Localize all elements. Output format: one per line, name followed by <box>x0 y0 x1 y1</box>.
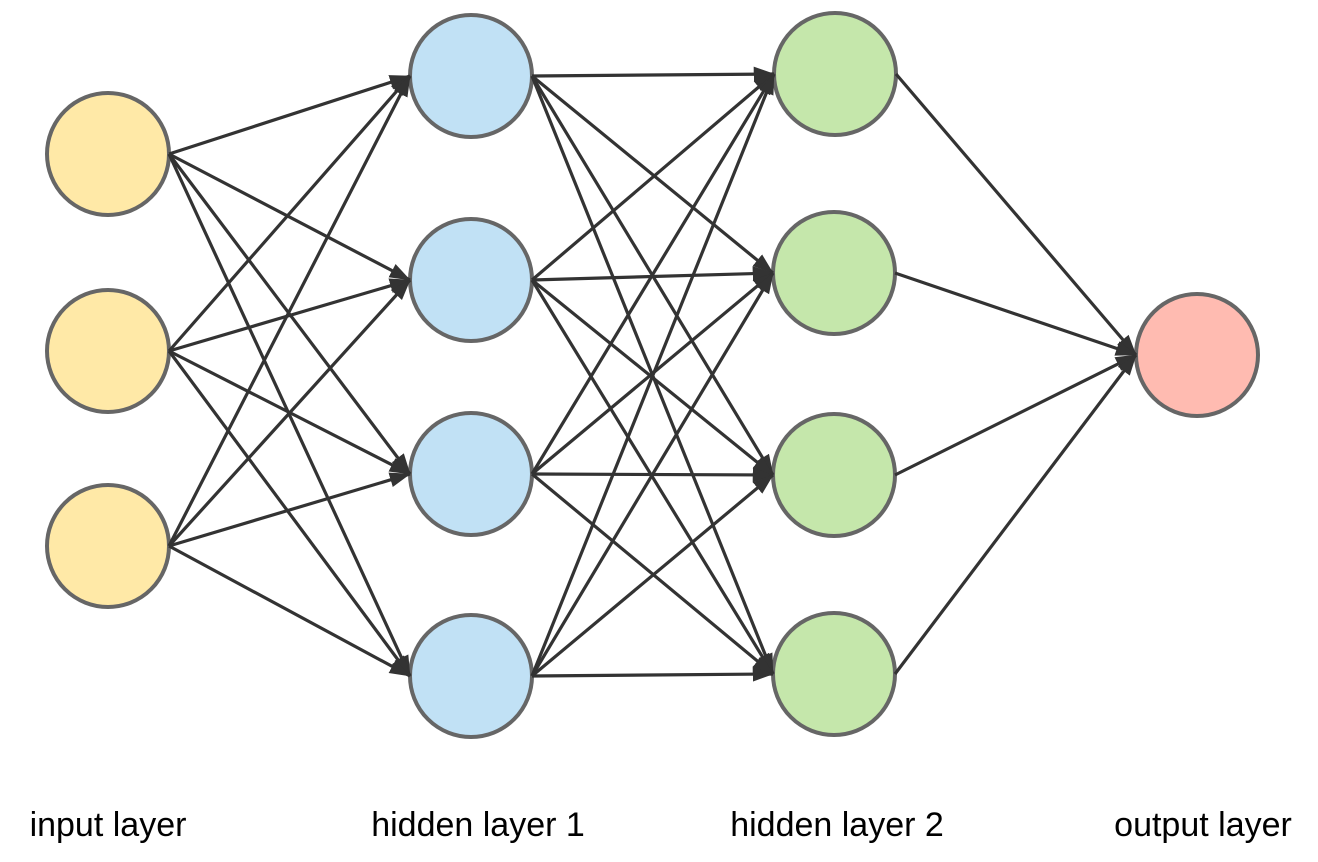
edge-hidden14-hidden22 <box>530 272 775 677</box>
node-hidden2-3 <box>771 412 897 538</box>
node-input-2 <box>45 288 171 414</box>
node-hidden1-4 <box>408 613 534 739</box>
node-input-1 <box>45 91 171 217</box>
edge-input3-hidden13 <box>168 472 411 548</box>
layer-label-hidden1: hidden layer 1 <box>371 806 585 844</box>
layer-label-hidden2: hidden layer 2 <box>730 806 944 844</box>
edge-input1-hidden11 <box>168 74 411 156</box>
edge-hidden14-hidden24 <box>531 666 774 682</box>
node-hidden2-4 <box>771 611 897 737</box>
edge-hidden13-hidden21 <box>530 73 776 475</box>
edge-hidden23-output1 <box>894 353 1137 477</box>
node-hidden1-2 <box>408 217 534 343</box>
edge-hidden14-hidden23 <box>530 473 775 678</box>
node-output-1 <box>1134 292 1260 418</box>
edge-hidden11-hidden22 <box>530 74 775 275</box>
edge-input2-hidden14 <box>167 350 412 677</box>
node-hidden2-1 <box>772 11 898 137</box>
layer-label-input: input layer <box>29 806 187 844</box>
layer-label-output: output layer <box>1114 806 1292 844</box>
edge-input2-hidden11 <box>167 74 412 353</box>
node-hidden2-2 <box>771 210 897 336</box>
edge-hidden24-output1 <box>893 354 1138 675</box>
node-input-3 <box>45 483 171 609</box>
edge-hidden12-hidden21 <box>530 72 776 282</box>
edge-input3-hidden11 <box>167 75 412 547</box>
edge-input2-hidden12 <box>168 278 411 353</box>
edge-hidden22-output1 <box>894 271 1137 357</box>
edge-input3-hidden12 <box>167 278 412 548</box>
node-hidden1-1 <box>408 13 534 139</box>
edge-hidden21-output1 <box>894 72 1138 357</box>
edge-input3-hidden14 <box>168 544 411 678</box>
neural-network-diagram <box>45 11 1260 739</box>
node-hidden1-3 <box>408 411 534 537</box>
edge-input1-hidden12 <box>168 152 411 282</box>
edge-hidden14-hidden21 <box>530 73 776 677</box>
edge-hidden11-hidden21 <box>531 66 775 82</box>
